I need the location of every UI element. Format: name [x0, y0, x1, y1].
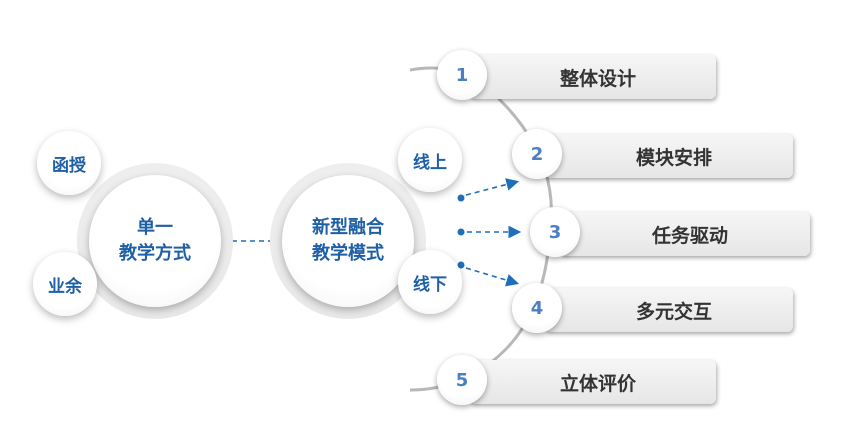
- single-teaching-mode-circle: 单一 教学方式: [89, 175, 221, 307]
- offline-label: 线下: [413, 274, 447, 295]
- item-bar-4: 多元交互: [545, 288, 793, 332]
- item-label: 模块安排: [635, 146, 712, 169]
- arrow-start-dot: [457, 261, 465, 269]
- item-number: 4: [530, 297, 544, 319]
- item-label: 整体设计: [559, 67, 636, 90]
- item-number: 2: [530, 143, 544, 165]
- single-teaching-mode-line2: 教学方式: [119, 243, 191, 264]
- dashed-arrow-to-item-4: [465, 267, 520, 287]
- online-circle: 线上: [398, 128, 462, 192]
- arrow-start-dot: [457, 228, 465, 236]
- dashed-arrow-to-item-2: [465, 178, 520, 196]
- item-label: 多元交互: [635, 300, 712, 323]
- item-bar-1: 整体设计: [470, 55, 716, 99]
- item-number-5: 5: [437, 355, 487, 405]
- part-time-circle: 业余: [33, 252, 97, 316]
- item-label: 任务驱动: [651, 224, 728, 247]
- correspondence-circle: 函授: [37, 131, 101, 195]
- online-label: 线上: [413, 152, 447, 173]
- arrow-start-dot: [457, 194, 465, 202]
- item-bar-5: 立体评价: [470, 360, 716, 404]
- correspondence-label: 函授: [52, 155, 86, 176]
- single-teaching-mode-line1: 单一: [137, 217, 173, 238]
- blended-teaching-mode-circle: 新型融合 教学模式: [282, 175, 414, 307]
- item-number-3: 3: [530, 207, 580, 257]
- blended-teaching-mode-line1: 新型融合: [312, 217, 384, 238]
- item-number: 3: [548, 221, 562, 243]
- item-number-1: 1: [437, 50, 487, 100]
- item-number: 1: [455, 64, 469, 86]
- item-bar-3: 任务驱动: [560, 212, 810, 256]
- item-label: 立体评价: [559, 372, 636, 395]
- item-number-2: 2: [512, 129, 562, 179]
- part-time-label: 业余: [48, 276, 82, 297]
- single-teaching-mode-text: 单一 教学方式: [119, 215, 191, 267]
- item-number: 5: [455, 369, 469, 391]
- item-bar-2: 模块安排: [545, 134, 793, 178]
- blended-teaching-mode-line2: 教学模式: [312, 243, 384, 264]
- offline-circle: 线下: [398, 250, 462, 314]
- item-number-4: 4: [512, 283, 562, 333]
- blended-teaching-mode-text: 新型融合 教学模式: [312, 215, 384, 267]
